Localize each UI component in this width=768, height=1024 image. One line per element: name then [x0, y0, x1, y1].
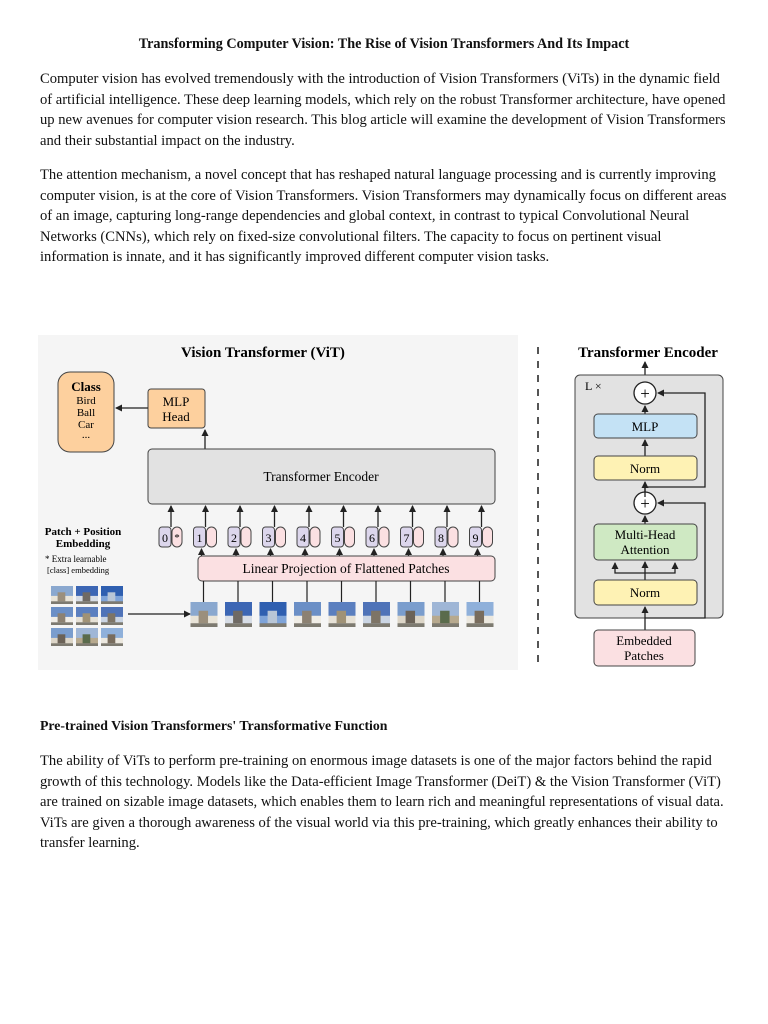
image-patch — [51, 628, 73, 646]
image-patch — [466, 602, 494, 627]
encoder-mlp-box — [593, 413, 698, 439]
token-id: 3 — [266, 531, 272, 545]
pretraining-paragraph: The ability of ViTs to perform pre-train… — [40, 753, 724, 851]
vit-architecture-figure: Vision Transformer (ViT) Class Bird Ball… — [38, 335, 724, 670]
encoder-norm-box — [593, 579, 698, 606]
attention-label: Multi-Head — [615, 527, 676, 542]
class-item: Bird — [76, 395, 96, 407]
class-output-box — [57, 371, 115, 453]
plus-sign: + — [640, 384, 650, 403]
token-id: 8 — [438, 531, 444, 545]
class-item: ... — [82, 429, 91, 441]
transformer-encoder-box — [147, 448, 496, 505]
image-patch — [51, 586, 73, 604]
token-id: 9 — [473, 531, 479, 545]
token-embedding: 1 — [193, 505, 217, 556]
image-patch — [432, 602, 459, 627]
image-patch — [76, 628, 98, 646]
token-embedding: 0* — [158, 505, 183, 548]
token-id: 0 — [162, 531, 168, 545]
image-patch — [51, 607, 73, 625]
attention-label: Attention — [620, 542, 670, 557]
token-embedding: 8 — [434, 505, 459, 556]
image-patch — [259, 602, 287, 627]
embedded-patches-label: Patches — [624, 648, 664, 663]
image-patch — [397, 602, 425, 627]
qkv-arrow — [611, 562, 645, 574]
token-embedding: 7 — [400, 505, 424, 556]
encoder-norm-label: Norm — [630, 585, 660, 600]
plus-sign: + — [640, 494, 650, 513]
extra-learnable-note: * Extra learnable — [45, 554, 106, 564]
image-patch — [294, 602, 321, 627]
token-embedding: 5 — [331, 505, 355, 556]
patch-embedding-label: Patch + Position — [45, 526, 122, 538]
image-patch — [101, 607, 123, 625]
embedded-patches-label: Embedded — [616, 633, 672, 648]
attention-paragraph: The attention mechanism, a novel concept… — [40, 167, 727, 265]
embedded-patches-box — [593, 629, 696, 667]
token-embedding: 3 — [262, 505, 286, 556]
image-patch — [190, 602, 218, 627]
intro-paragraph: Computer vision has evolved tremendously… — [40, 71, 726, 149]
image-patch — [328, 602, 356, 627]
repeat-label: L × — [585, 379, 602, 393]
token-embedding: 4 — [296, 505, 321, 556]
linear-projection-label: Linear Projection of Flattened Patches — [243, 561, 450, 576]
vit-figure-title: Vision Transformer (ViT) — [181, 345, 345, 361]
class-item: Car — [78, 419, 94, 431]
class-item: Ball — [77, 407, 95, 419]
token-id: 4 — [300, 531, 306, 545]
image-patch — [76, 586, 98, 604]
image-patch — [101, 628, 123, 646]
linear-projection-box — [197, 555, 496, 582]
image-patch — [101, 586, 123, 604]
image-patch — [225, 602, 252, 627]
attention-box — [593, 523, 698, 561]
mlp-head-label: Head — [162, 409, 190, 424]
image-patch — [76, 607, 98, 625]
flattened-patches-row — [190, 581, 494, 627]
residual-connection — [644, 389, 706, 497]
input-image-grid — [51, 586, 123, 646]
token-embedding: 6 — [365, 505, 390, 556]
transformer-encoder-label: Transformer Encoder — [263, 469, 379, 484]
encoder-norm-box — [593, 455, 698, 481]
article-title: Transforming Computer Vision: The Rise o… — [138, 36, 630, 52]
token-id: 5 — [335, 531, 341, 545]
encoder-norm-label: Norm — [630, 461, 660, 476]
class-token-mark: * — [174, 532, 180, 544]
token-id: 2 — [231, 531, 237, 545]
residual-add-icon — [633, 381, 657, 405]
class-label: Class — [71, 379, 101, 394]
class-embedding-note: [class] embedding — [47, 565, 110, 575]
residual-connection — [645, 499, 706, 619]
token-id: 1 — [197, 531, 203, 545]
encoder-detail-title: Transformer Encoder — [578, 345, 718, 361]
token-embedding: 2 — [227, 505, 252, 556]
encoder-mlp-label: MLP — [632, 419, 659, 434]
qkv-arrow — [645, 562, 679, 574]
token-id: 7 — [404, 531, 410, 545]
token-embedding: 9 — [469, 505, 493, 556]
image-patch — [363, 602, 390, 627]
mlp-head-label: MLP — [163, 394, 190, 409]
patch-embedding-label: Embedding — [56, 538, 111, 550]
token-id: 6 — [369, 531, 375, 545]
section-heading: Pre-trained Vision Transformers' Transfo… — [40, 718, 388, 733]
